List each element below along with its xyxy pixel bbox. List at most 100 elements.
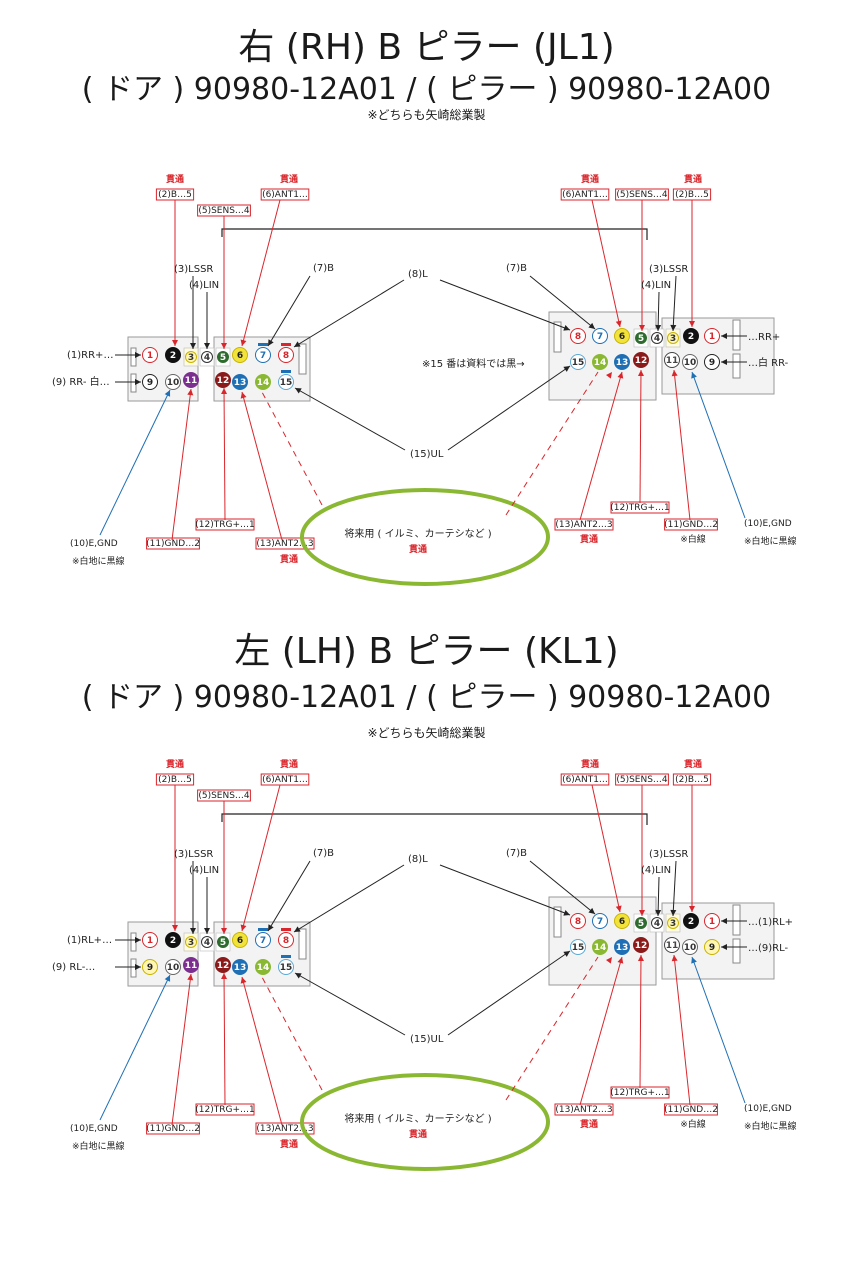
wire-trg1-left (223, 972, 226, 1106)
arrow-head (190, 928, 196, 934)
pin-4-number: 4 (204, 353, 210, 363)
kantsuu-label: 貫通 (280, 758, 298, 770)
wire-egnd-left (99, 389, 171, 536)
pin-8 (278, 932, 294, 948)
wire-ant2-left (241, 976, 283, 1126)
label-egnd-right: (10)E,GND (744, 1104, 792, 1114)
pin-15-number: 15 (572, 943, 585, 953)
kantsuu-label: 貫通 (280, 553, 298, 565)
label-gnd2-left: (11)GND…2 (146, 1124, 200, 1134)
wire-trg1-right (639, 369, 642, 504)
pin-2-number: 2 (688, 332, 694, 342)
arrow-head (588, 322, 595, 329)
pin-14 (592, 354, 608, 370)
harness-bracket (221, 228, 648, 240)
label-whiteblack-left: ※白地に黒線 (72, 1140, 125, 1152)
pin-11 (664, 352, 680, 368)
arrow-head (691, 372, 697, 379)
pin-1-number: 1 (709, 917, 715, 927)
label-ant2-right-frame (554, 518, 614, 531)
label-whiteblack-right: ※白地に黒線 (744, 535, 797, 547)
left-pin9-label: (9) RL-… (52, 962, 95, 973)
arrow-head (615, 320, 622, 327)
pin-12-number: 12 (217, 376, 230, 386)
pin-marker (281, 343, 291, 346)
arrow-head (637, 370, 644, 377)
pin-4 (651, 917, 663, 929)
pin-1-number: 1 (709, 332, 715, 342)
label-lin-right: (4)LIN (641, 865, 671, 876)
pin-13 (614, 939, 630, 955)
label-ant1-left: (6)ANT1… (262, 775, 308, 785)
pin-10-number: 10 (684, 943, 697, 953)
pin-14 (255, 959, 271, 975)
future-use-oval (300, 488, 550, 586)
pin-5-number: 5 (638, 919, 644, 929)
label-gnd2-left: (11)GND…2 (146, 539, 200, 549)
pin-9-number: 9 (709, 943, 715, 953)
pin-7-number: 7 (597, 917, 603, 927)
arrow-head (639, 910, 645, 916)
wire-ul15-right (447, 950, 571, 1036)
right-latch-2 (732, 904, 741, 936)
label-b5-right: (2)B…5 (675, 775, 709, 785)
pin-14-number: 14 (257, 963, 270, 973)
pin-1 (704, 328, 720, 344)
pin-8 (570, 328, 586, 344)
section-1-note: ※どちらも矢崎総業製 (367, 108, 486, 122)
pin-11 (183, 372, 199, 388)
right-pin1-label: …(1)RL+ (748, 917, 793, 928)
arrow-head (721, 359, 727, 365)
arrow-head (671, 370, 678, 377)
right-pin9-label: …(9)RL- (748, 943, 789, 954)
label-ant2-right: (13)ANT2…3 (555, 1105, 612, 1115)
arrow-head (691, 957, 697, 964)
arrow-head (221, 973, 228, 980)
arrow-head (190, 343, 196, 349)
kantsuu-future: 貫通 (409, 1128, 427, 1140)
pin-3 (667, 332, 679, 344)
pin-5 (217, 936, 229, 948)
pin-6-number: 6 (619, 917, 625, 927)
label-b5-left: (2)B…5 (158, 190, 192, 200)
kantsuu-label: 貫通 (581, 758, 599, 770)
label-whiteblack-right: ※白地に黒線 (744, 1120, 797, 1132)
pin-7 (592, 328, 608, 344)
pin-6-number: 6 (237, 351, 243, 361)
arrow-head (670, 909, 677, 916)
pin-4 (201, 936, 213, 948)
pin-12 (633, 352, 649, 368)
pin-9-number: 9 (147, 963, 153, 973)
wire-ant2-right (579, 956, 623, 1106)
label-ul15: (15)UL (410, 1034, 444, 1045)
future-use-oval (300, 1073, 550, 1171)
label-ant2-left: (13)ANT2…3 (256, 1124, 313, 1134)
pin-1-number: 1 (147, 351, 153, 361)
label-future: 将来用 ( イルミ、カーテシなど ) (344, 528, 491, 540)
section-2-title: 左 (LH) B ピラー (KL1) (234, 631, 619, 672)
pin-15 (278, 374, 294, 390)
pin-13-number: 13 (234, 378, 247, 388)
pin-4-number: 4 (204, 938, 210, 948)
pin-9 (704, 939, 720, 955)
kantsuu-label: 貫通 (166, 173, 184, 185)
label-ant1-right-frame (560, 773, 610, 786)
label-ul15: (15)UL (410, 449, 444, 460)
pin-3-number: 3 (188, 938, 194, 948)
pin-3 (185, 936, 197, 948)
wire-b7-left (267, 860, 311, 932)
label-lin-left: (4)LIN (189, 865, 219, 876)
arrow-head (655, 324, 662, 331)
arrow-head (240, 977, 247, 984)
arrow-head (606, 372, 612, 379)
wire-lin-right (657, 876, 660, 917)
pin-15 (570, 939, 586, 955)
label-ant2-left: (13)ANT2…3 (256, 539, 313, 549)
pin-2-number: 2 (170, 351, 176, 361)
wire-gnd2-left (171, 388, 192, 541)
pin-15-number: 15 (280, 378, 293, 388)
label-trg1-right: (12)TRG+…1 (610, 503, 669, 513)
pin-11 (183, 957, 199, 973)
section-2-note: ※どちらも矢崎総業製 (367, 726, 486, 740)
pin-5-number: 5 (220, 353, 226, 363)
